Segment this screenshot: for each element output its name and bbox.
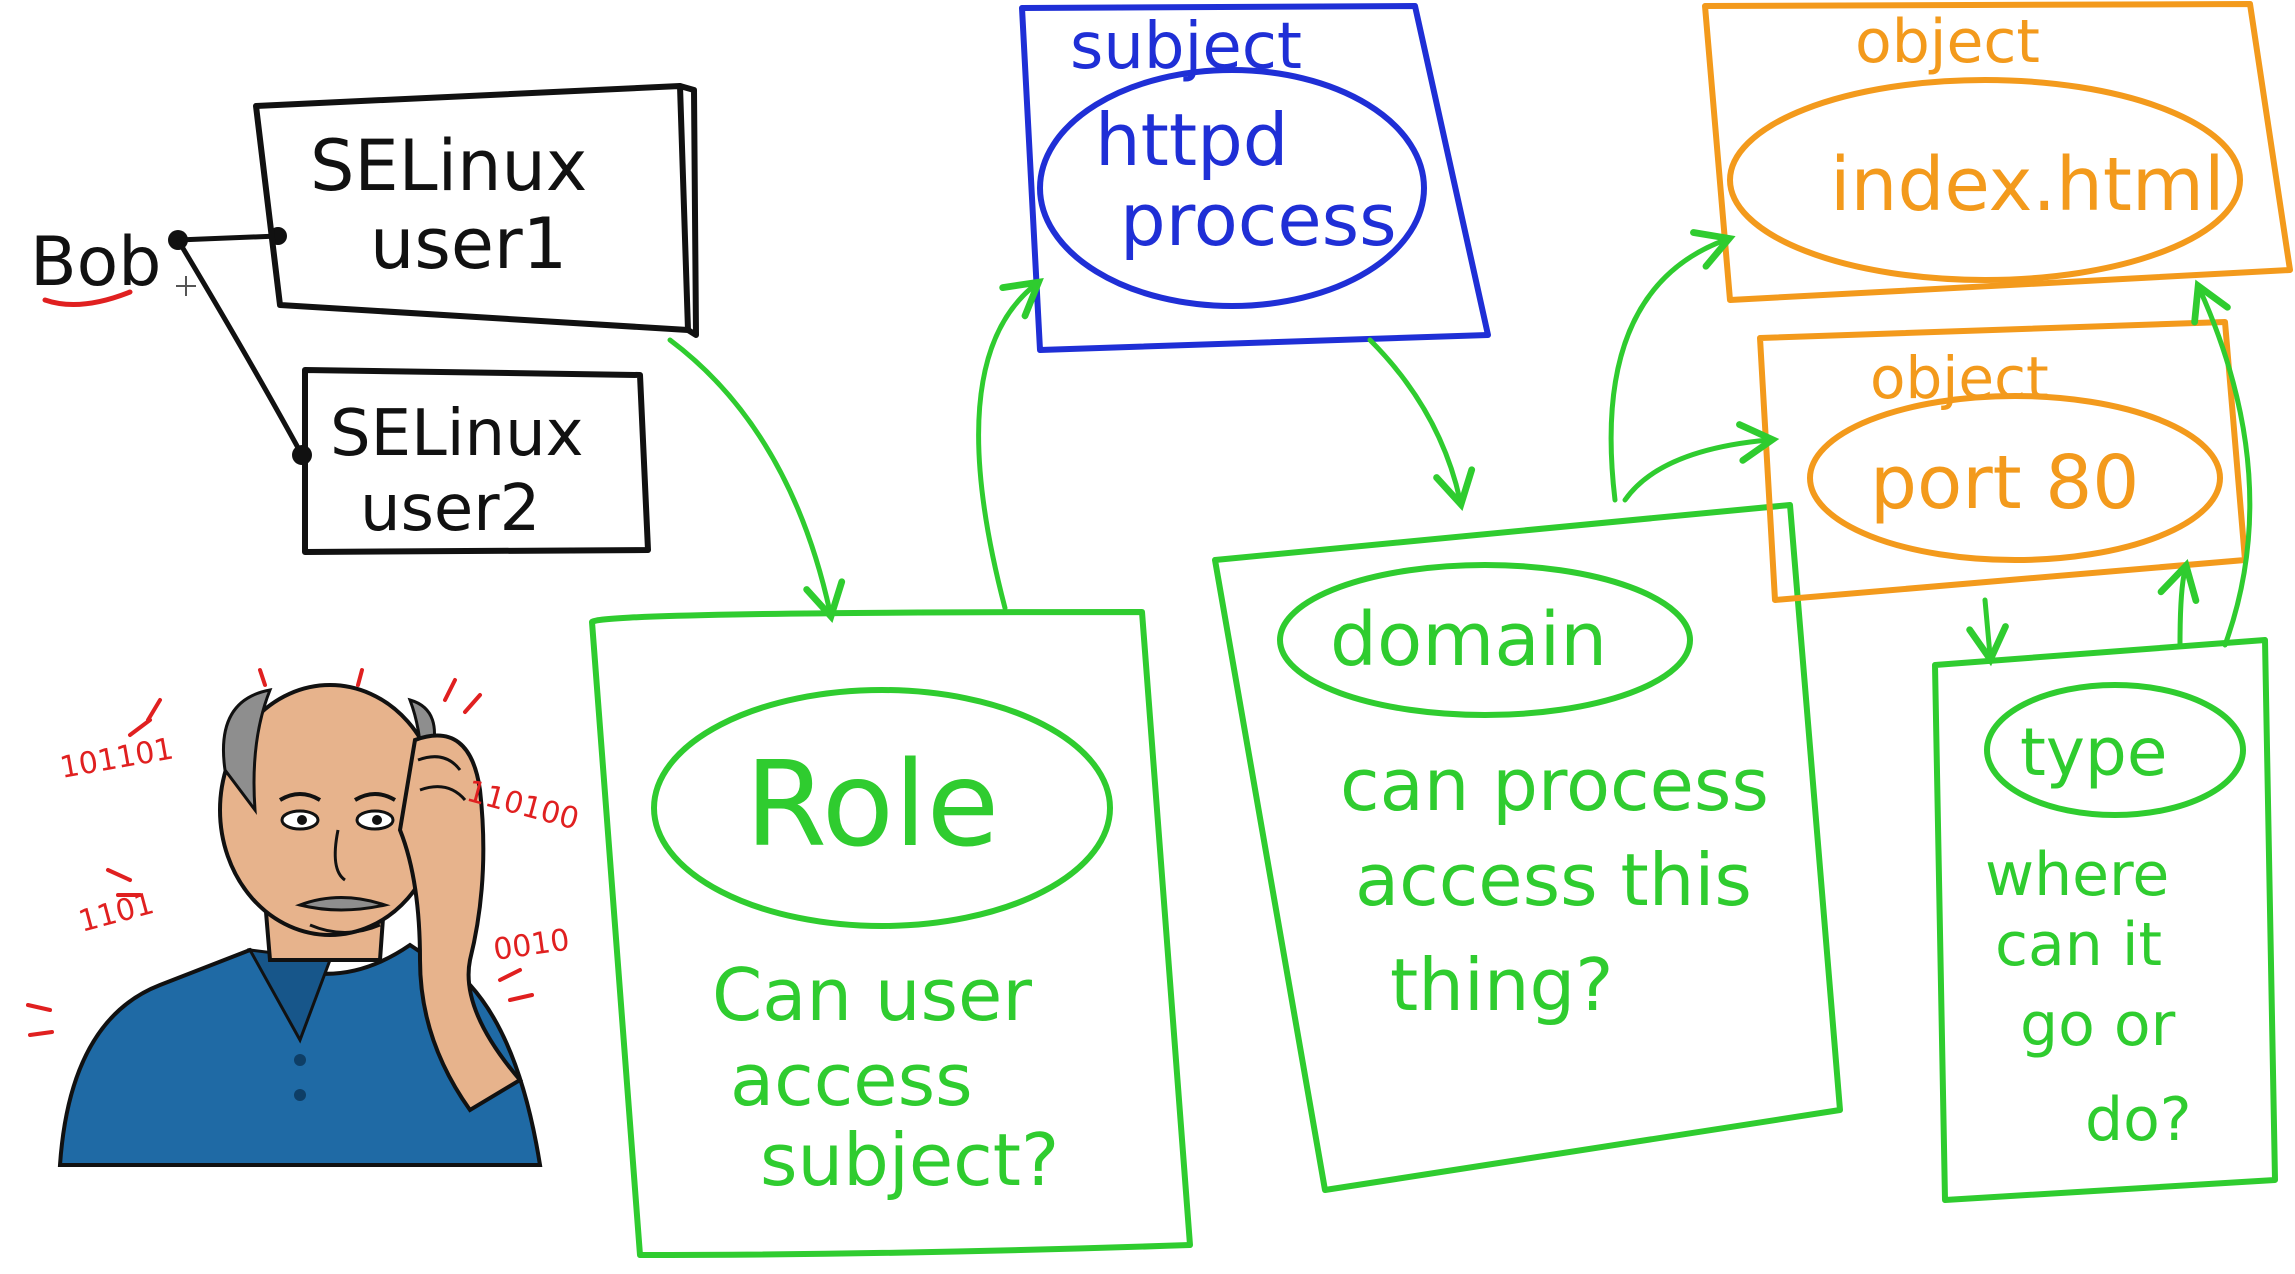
type-line4: do? — [2085, 1085, 2192, 1155]
subject-line2: process — [1120, 178, 1397, 262]
role-oval — [651, 687, 1113, 929]
arrow-role-to-subject — [976, 277, 1044, 611]
selinux-user1-line2: user1 — [370, 203, 567, 285]
object-index-oval — [1727, 77, 2243, 283]
arrow-type-to-index — [2191, 279, 2253, 648]
bob-underline — [42, 289, 133, 307]
object-port-oval — [1807, 393, 2223, 563]
role-line1: Can user — [712, 953, 1032, 1037]
crosshair-cursor-icon — [176, 276, 196, 296]
arrow-domain-to-port — [1622, 421, 1780, 503]
type-oval — [1984, 682, 2246, 818]
selinux-user2-line1: SELinux — [330, 397, 584, 471]
type-title: type — [2020, 714, 2167, 791]
role-box: Role Can user access subject? — [589, 609, 1193, 1258]
subject-line1: httpd — [1095, 98, 1289, 182]
confused-man-illustration — [26, 668, 543, 1167]
object-port-name: port 80 — [1870, 440, 2139, 526]
object-port-box: object port 80 — [1757, 319, 2248, 603]
domain-box: domain can process access this thing? — [1212, 502, 1843, 1193]
domain-line2: access this — [1355, 838, 1752, 922]
selinux-user1-box: SELinux user1 — [253, 83, 699, 338]
subject-box: subject httpd process — [1019, 3, 1491, 353]
type-line2: can it — [1995, 910, 2162, 980]
object-index-name: index.html — [1830, 142, 2225, 228]
selinux-user2-line2: user2 — [360, 472, 540, 546]
arrow-subject-to-domain — [1367, 337, 1476, 512]
type-line3: go or — [2020, 990, 2176, 1060]
domain-oval — [1277, 562, 1693, 718]
object-index-box: object index.html — [1702, 1, 2293, 303]
arrow-type-to-port — [2157, 559, 2200, 648]
arrow-user-to-role — [667, 337, 846, 624]
arrow-domain-to-index — [1608, 229, 1736, 503]
confusion-number-1: 101101 — [57, 732, 176, 786]
selinux-user2-box: SELinux user2 — [302, 367, 651, 555]
domain-line3: thing? — [1390, 943, 1613, 1027]
flow-arrows — [667, 229, 2253, 667]
user-bob-label: Bob — [30, 223, 161, 302]
object-index-header: object — [1855, 7, 2040, 77]
role-line3: subject? — [760, 1118, 1059, 1202]
type-box: type where can it go or do? — [1932, 637, 2278, 1203]
confusion-number-4: 0010 — [491, 923, 571, 968]
connector-user1 — [177, 233, 279, 243]
connector-user2 — [175, 238, 305, 457]
role-line2: access — [730, 1038, 973, 1122]
type-line1: where — [1985, 840, 2169, 910]
selinux-user1-line1: SELinux — [310, 125, 587, 207]
role-title: Role — [745, 735, 999, 873]
arrow-port-to-type — [1966, 597, 2009, 667]
confusion-number-3: 1101 — [75, 886, 158, 940]
domain-line1: can process — [1340, 743, 1769, 827]
domain-title: domain — [1330, 597, 1607, 683]
subject-oval — [1037, 67, 1427, 309]
